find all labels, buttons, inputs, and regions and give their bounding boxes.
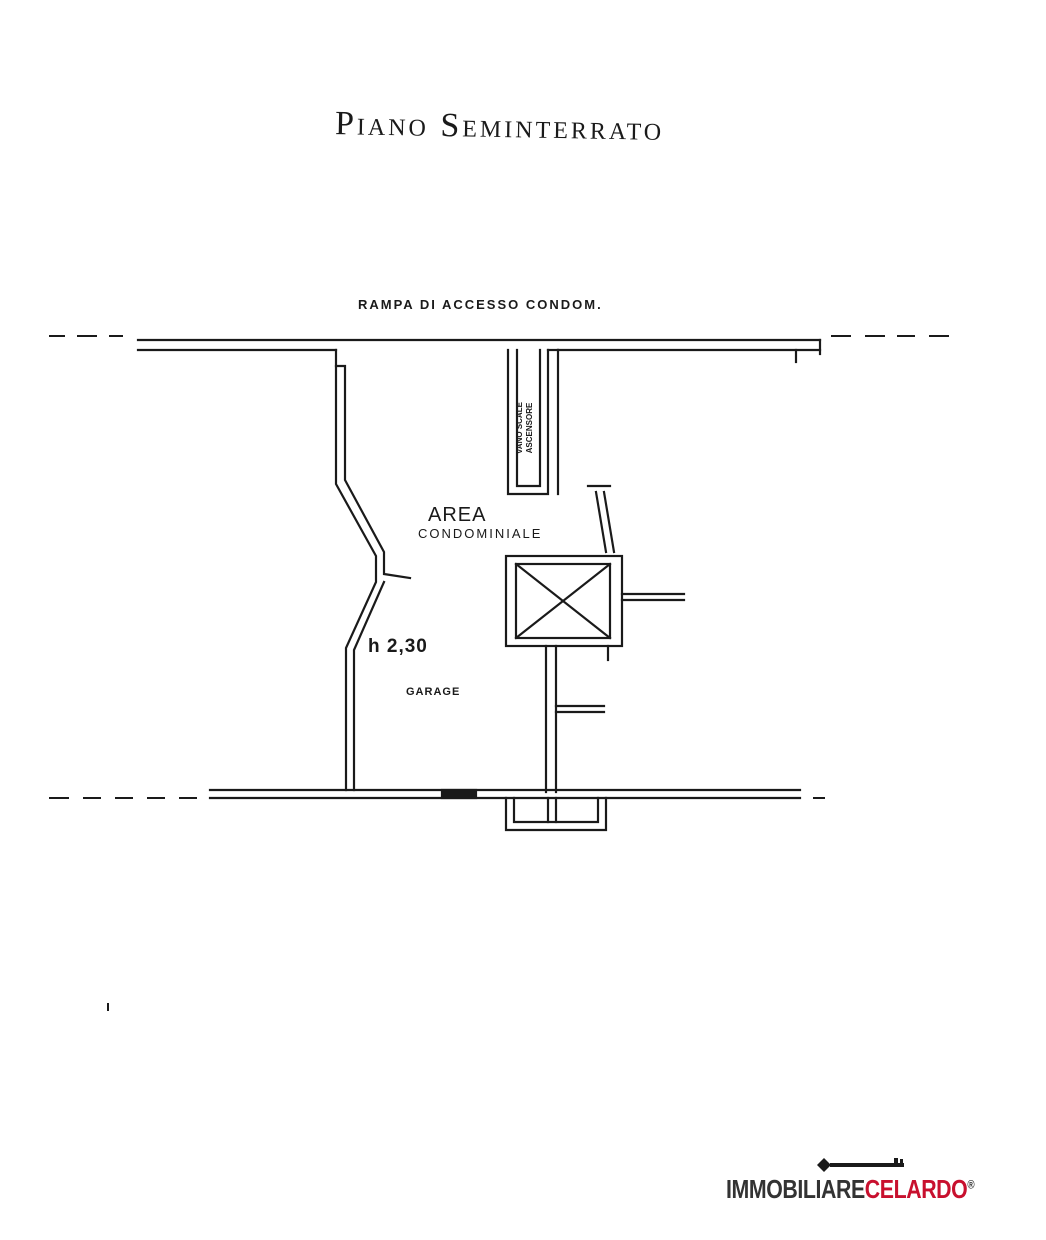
area-label-line2: CONDOMINIALE xyxy=(418,526,543,541)
height-label: h 2,30 xyxy=(368,636,428,657)
stair-label-line1: VANO SCALE xyxy=(515,402,524,454)
company-logo: IMMOBILIARECELARDO® xyxy=(726,1150,1026,1210)
elevator-stub xyxy=(586,484,616,554)
bottom-wall xyxy=(208,788,802,832)
stair-label: VANO SCALE ASCENSORE xyxy=(515,373,535,483)
top-wall xyxy=(136,338,822,364)
stair-shaft xyxy=(506,348,560,496)
center-wall xyxy=(544,644,606,794)
registered-mark: ® xyxy=(967,1177,975,1192)
elevator-box xyxy=(504,554,686,662)
left-garage-wall xyxy=(334,348,412,792)
ramp-label: RAMPA DI ACCESSO CONDOM. xyxy=(358,297,603,312)
logo-text-primary: IMMOBILIARE xyxy=(726,1174,865,1204)
stair-label-line2: ASCENSORE xyxy=(525,402,534,454)
key-icon xyxy=(817,1158,904,1172)
logo-text-accent: CELARDO xyxy=(864,1174,968,1204)
area-label-line1: AREA xyxy=(428,504,487,526)
logo-text: IMMOBILIARECELARDO® xyxy=(726,1174,975,1205)
garage-label: GARAGE xyxy=(406,686,461,698)
